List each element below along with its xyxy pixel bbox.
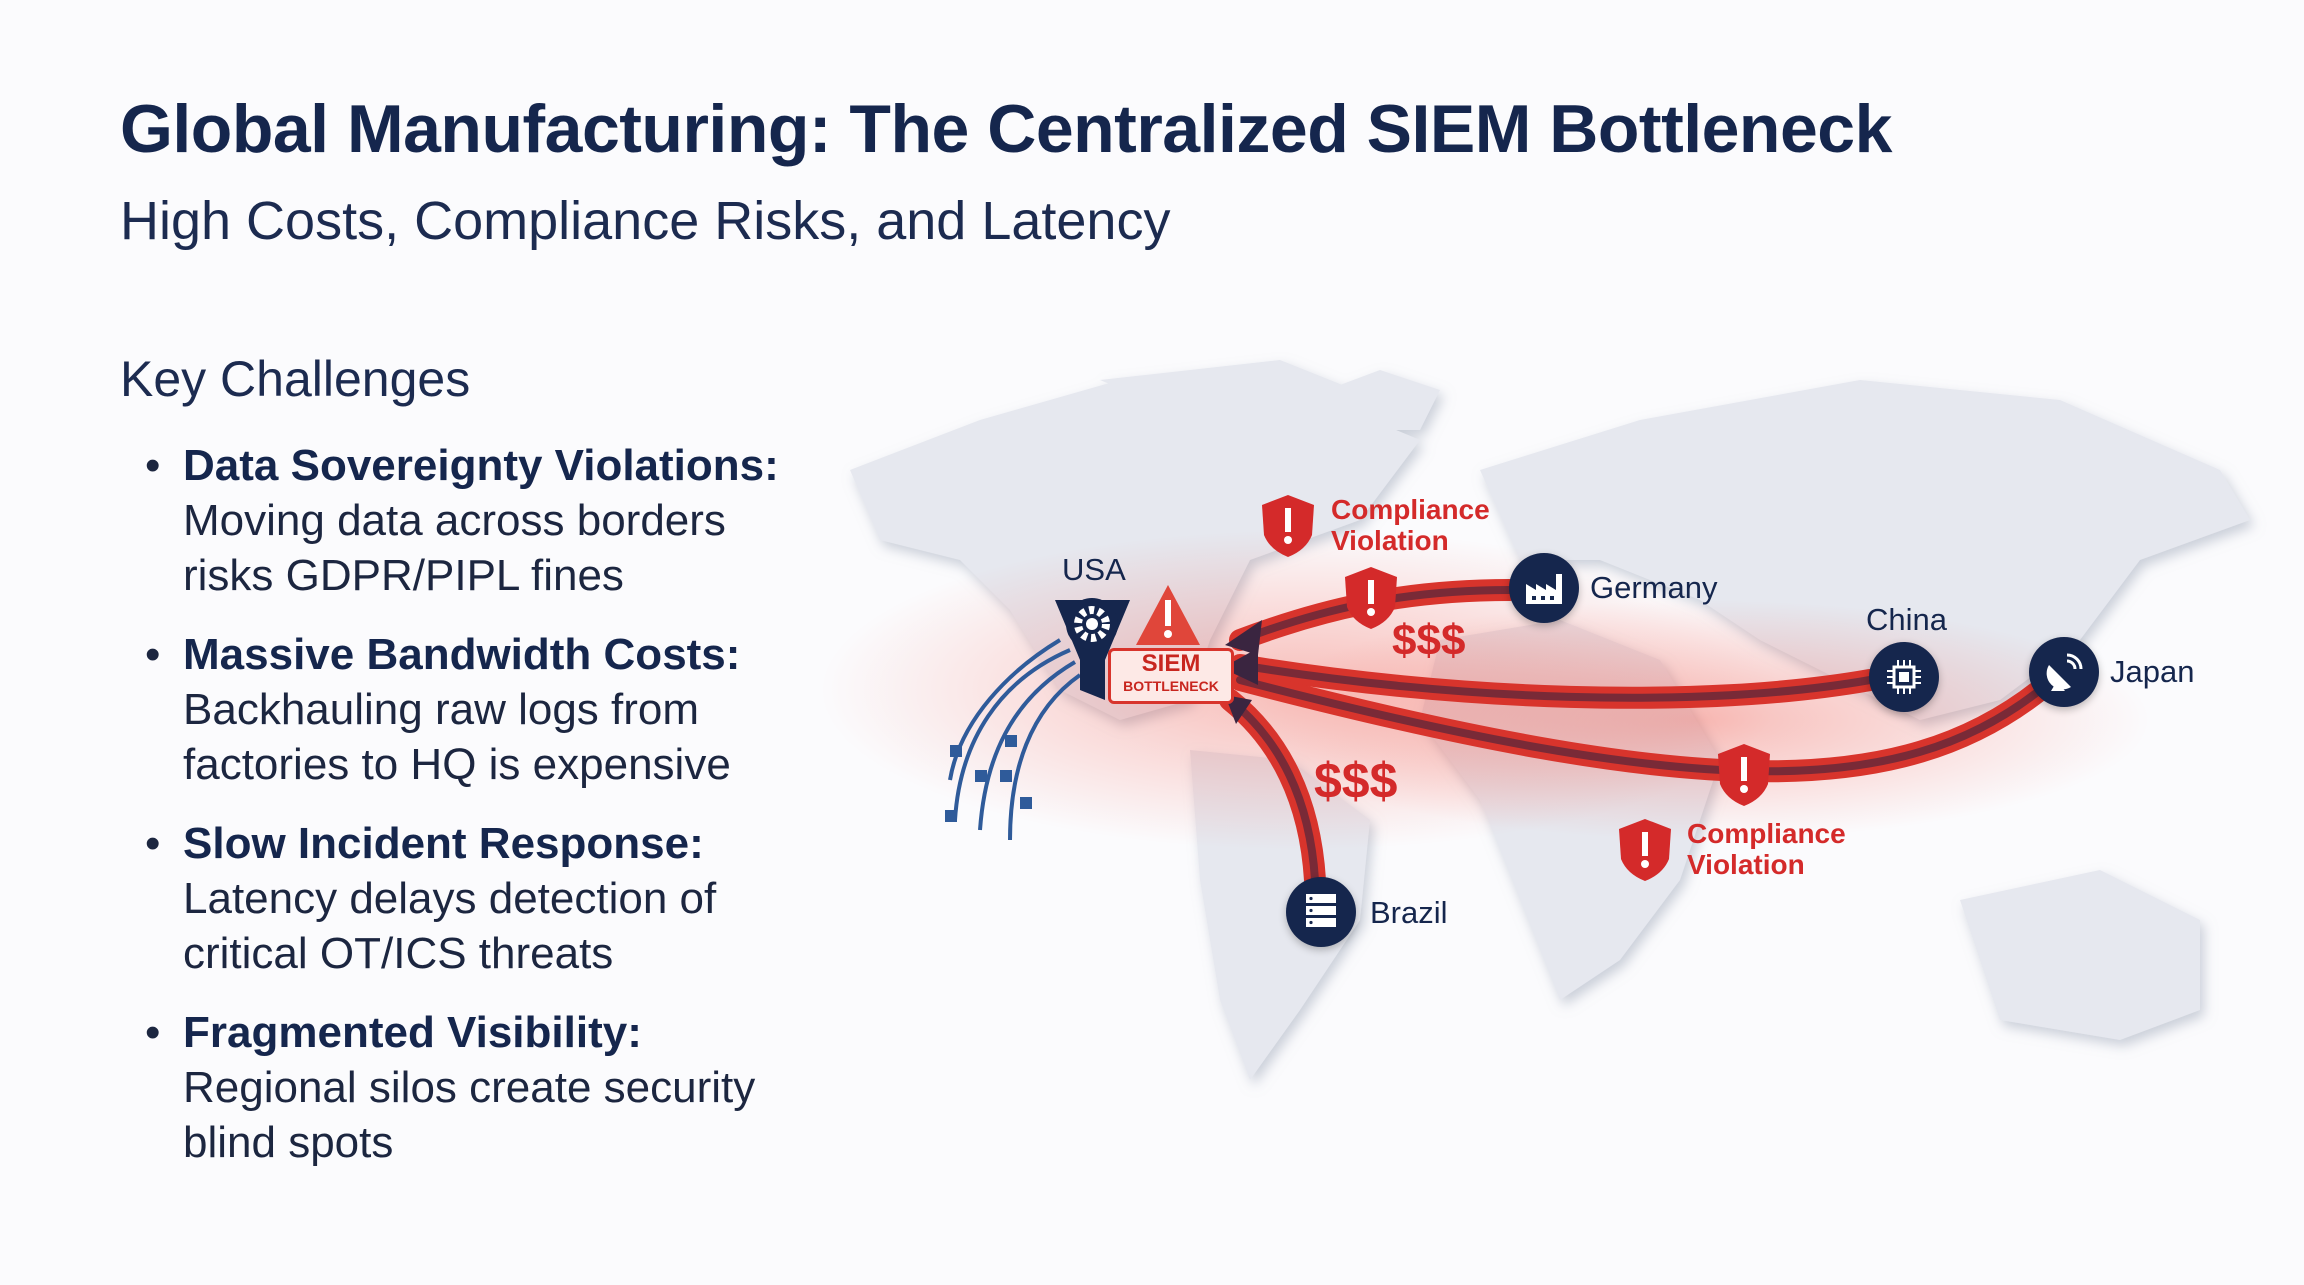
list-item: • Data Sovereignty Violations: Moving data… xyxy=(145,438,805,603)
item-text: Moving data across borders risks GDPR/PI… xyxy=(183,496,726,600)
server-icon xyxy=(1306,894,1336,927)
item-title: Data Sovereignty Violations: xyxy=(183,441,779,490)
item-text: Backhauling raw logs from factories to H… xyxy=(183,685,731,789)
china-node xyxy=(1869,642,1939,712)
list-item: • Fragmented Visibility: Regional silos cr… xyxy=(145,1005,805,1170)
item-text: Regional silos create security blind spo… xyxy=(183,1063,756,1167)
siem-subtitle: BOTTLENECK xyxy=(1123,678,1219,694)
usa-label: USA xyxy=(1062,552,1126,587)
cost-label: $$$ xyxy=(1314,753,1398,809)
warning-triangle-icon xyxy=(1136,585,1200,645)
germany-label: Germany xyxy=(1590,570,1718,605)
chip-icon xyxy=(1887,660,1921,694)
list-item: • Slow Incident Response: Latency delays d… xyxy=(145,816,805,981)
germany-node xyxy=(1509,553,1579,623)
item-title: Slow Incident Response: xyxy=(183,819,704,868)
list-item: • Massive Bandwidth Costs: Backhauling raw… xyxy=(145,627,805,792)
brazil-label: Brazil xyxy=(1370,895,1448,930)
local-log-streams xyxy=(948,638,1082,841)
bullet-icon: • xyxy=(145,630,161,679)
siem-title: SIEM xyxy=(1141,650,1201,677)
japan-node xyxy=(2029,637,2099,707)
challenges-list: • Data Sovereignty Violations: Moving data… xyxy=(145,438,805,1194)
bullet-icon: • xyxy=(145,819,161,868)
page-subtitle: High Costs, Compliance Risks, and Latenc… xyxy=(120,191,1171,251)
item-text: Latency delays detection of critical OT/… xyxy=(183,874,717,978)
log-nodes xyxy=(945,735,1032,822)
item-title: Fragmented Visibility: xyxy=(183,1008,642,1057)
bullet-icon: • xyxy=(145,1008,161,1057)
factory-icon xyxy=(1526,574,1562,604)
japan-label: Japan xyxy=(2110,654,2195,689)
shield-alert-icons xyxy=(1262,495,1770,881)
challenges-heading: Key Challenges xyxy=(120,351,471,407)
satellite-dish-icon xyxy=(2046,653,2083,691)
china-label: China xyxy=(1866,602,1947,637)
funnel-gear-icon xyxy=(1055,598,1130,700)
bullet-icon: • xyxy=(145,441,161,490)
item-title: Massive Bandwidth Costs: xyxy=(183,630,741,679)
page-title: Global Manufacturing: The Centralized SI… xyxy=(120,91,1892,167)
cost-label: $$$ xyxy=(1392,616,1466,665)
brazil-node xyxy=(1286,877,1356,947)
